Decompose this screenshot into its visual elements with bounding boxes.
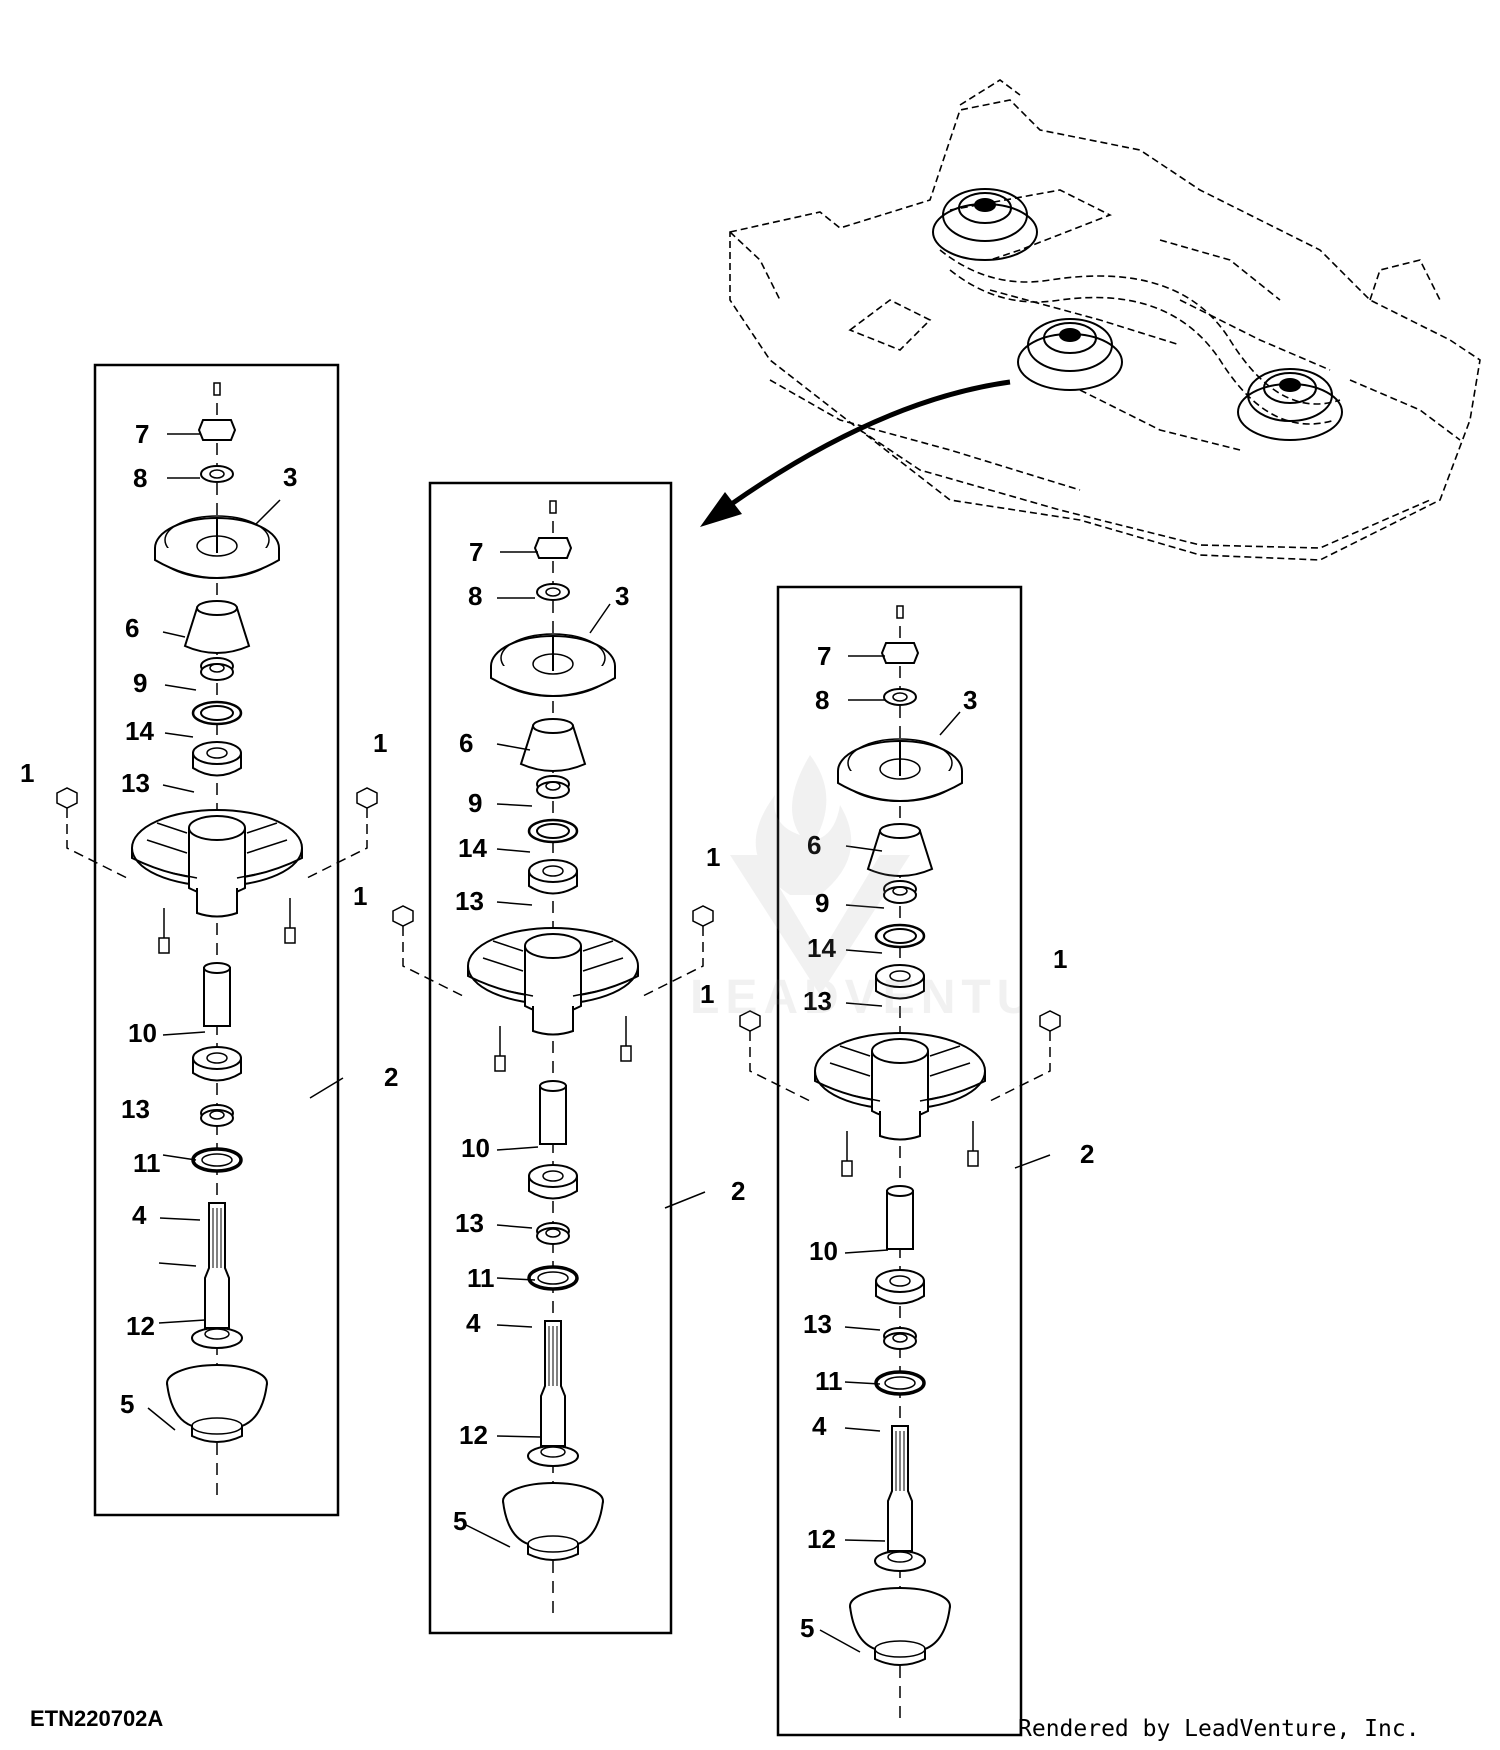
callout-2: 2	[731, 1176, 745, 1206]
callout-5: 5	[453, 1506, 467, 1536]
callout-3: 3	[615, 581, 629, 611]
callout-6: 6	[459, 728, 473, 758]
callout-1: 1	[706, 842, 720, 872]
callout-3: 3	[963, 685, 977, 715]
callout-13: 13	[803, 1309, 832, 1339]
callout-13: 13	[803, 986, 832, 1016]
figure-id: ETN220702A	[30, 1706, 164, 1731]
callout-11: 11	[133, 1148, 161, 1178]
callout-4: 4	[466, 1308, 481, 1338]
callout-10: 10	[128, 1018, 157, 1048]
assembly-frame-left	[93, 363, 340, 1517]
callout-11: 11	[467, 1263, 495, 1293]
left-spindle-parts	[55, 381, 379, 1500]
callout-4: 4	[812, 1411, 827, 1441]
callout-8: 8	[815, 685, 829, 715]
callouts: 7 8 3 6 9 14 13 1 1 10 2 13 11 4 12 5 7 …	[20, 419, 1094, 1643]
callout-12: 12	[126, 1311, 155, 1341]
callout-1: 1	[700, 979, 714, 1009]
callout-9: 9	[133, 668, 147, 698]
assembly-frame-right	[776, 585, 1023, 1737]
callout-7: 7	[469, 537, 483, 567]
callout-8: 8	[133, 463, 147, 493]
center-spindle-parts	[391, 499, 715, 1618]
leadventure-watermark: LEADVENTURE	[690, 755, 1020, 1024]
mower-deck-overview	[729, 79, 1481, 561]
callout-7: 7	[817, 641, 831, 671]
callout-14: 14	[125, 716, 154, 746]
render-credit: Rendered by LeadVenture, Inc.	[1018, 1716, 1420, 1742]
callout-8: 8	[468, 581, 482, 611]
callout-6: 6	[125, 613, 139, 643]
callout-4: 4	[132, 1200, 147, 1230]
pointer-arrow	[700, 379, 1011, 527]
callout-2: 2	[1080, 1139, 1094, 1169]
svg-text:LEADVENTURE: LEADVENTURE	[690, 971, 1020, 1024]
callout-12: 12	[807, 1524, 836, 1554]
callout-5: 5	[120, 1389, 134, 1419]
assembly-frame-center	[428, 481, 673, 1635]
callout-1: 1	[20, 758, 34, 788]
callout-13: 13	[455, 886, 484, 916]
leader-lines	[147, 433, 1051, 1653]
callout-10: 10	[461, 1133, 490, 1163]
callout-14: 14	[458, 833, 487, 863]
callout-7: 7	[135, 419, 149, 449]
deck-pulley-left	[1017, 318, 1123, 391]
callout-1: 1	[353, 881, 367, 911]
callout-2: 2	[384, 1062, 398, 1092]
callout-5: 5	[800, 1613, 814, 1643]
callout-9: 9	[468, 788, 482, 818]
callout-12: 12	[459, 1420, 488, 1450]
callout-1: 1	[1053, 944, 1067, 974]
callout-13: 13	[121, 768, 150, 798]
callout-13: 13	[455, 1208, 484, 1238]
deck-pulley-right	[1237, 368, 1343, 441]
callout-9: 9	[815, 888, 829, 918]
callout-14: 14	[807, 933, 836, 963]
callout-13: 13	[121, 1094, 150, 1124]
deck-pulley-rear	[932, 188, 1038, 261]
callout-11: 11	[815, 1366, 843, 1396]
callout-6: 6	[807, 830, 821, 860]
callout-3: 3	[283, 462, 297, 492]
callout-10: 10	[809, 1236, 838, 1266]
callout-1: 1	[373, 728, 387, 758]
